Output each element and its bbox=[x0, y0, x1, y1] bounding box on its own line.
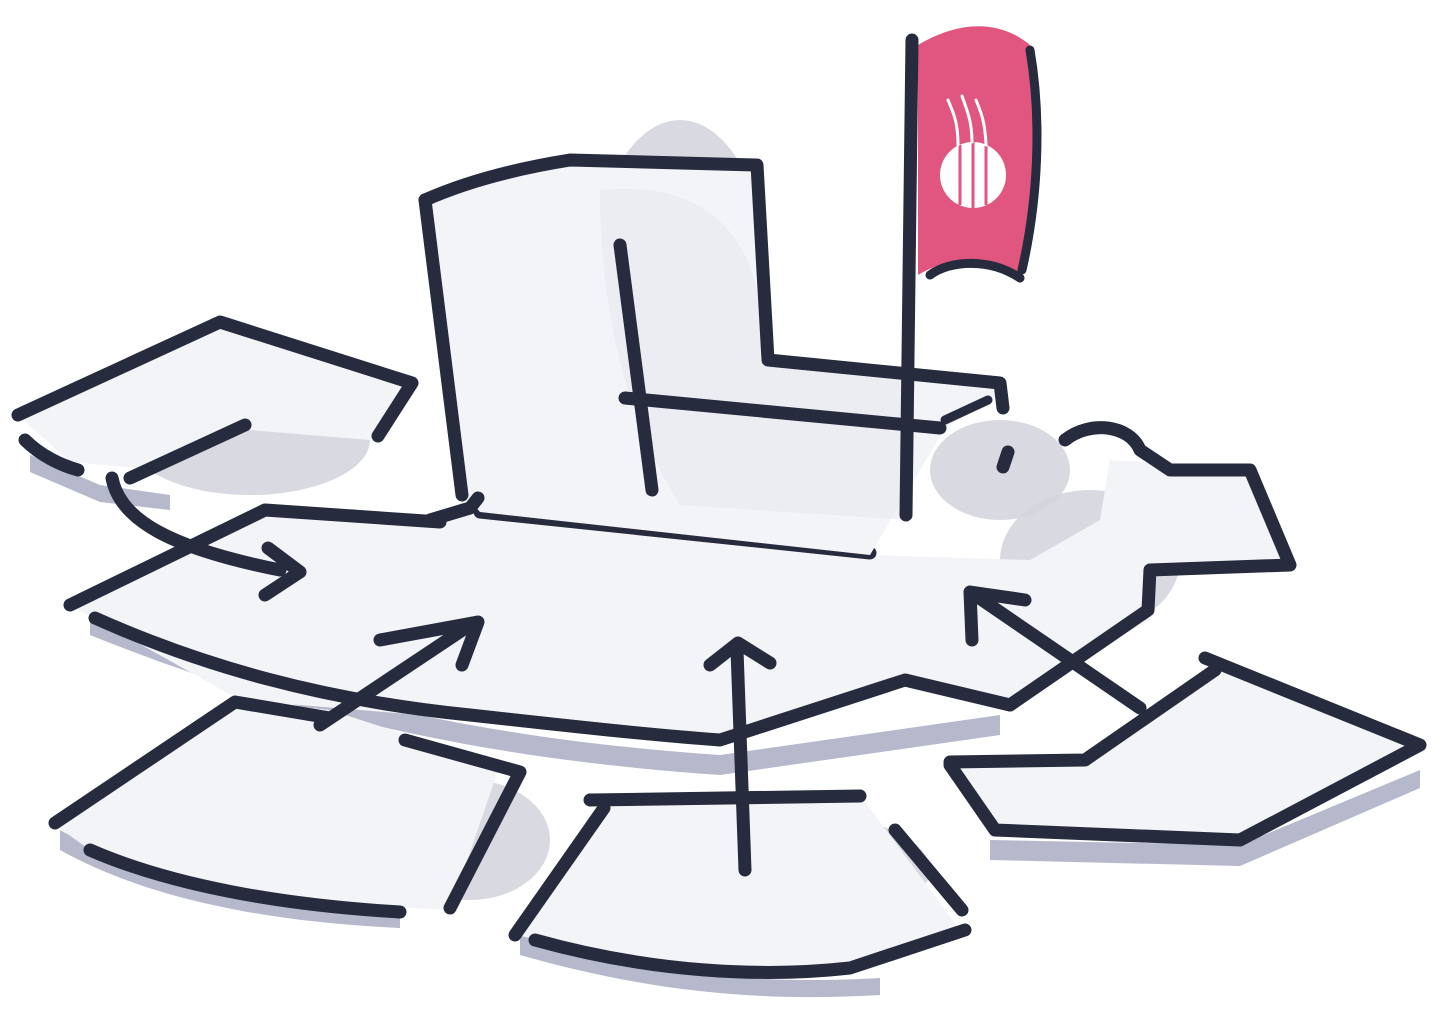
arrow-shaft bbox=[737, 650, 745, 870]
sheet-edge bbox=[590, 796, 860, 800]
tower-edge bbox=[1003, 452, 1008, 467]
flag-pole bbox=[906, 40, 912, 515]
